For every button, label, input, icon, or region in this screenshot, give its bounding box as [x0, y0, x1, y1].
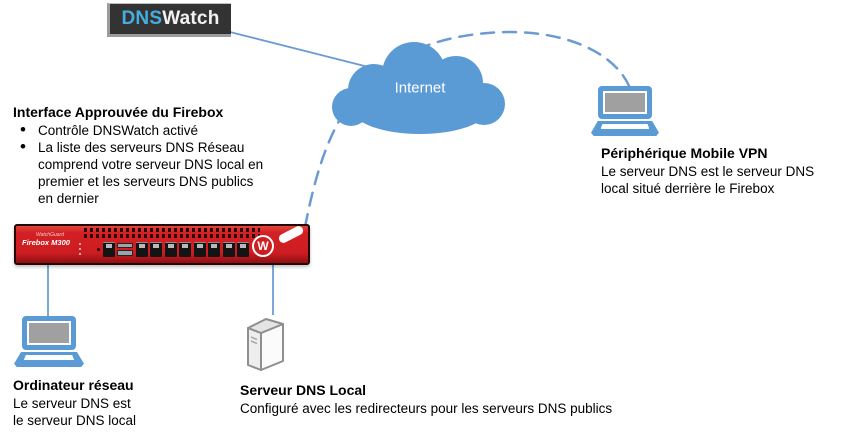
ethernet-port: [150, 241, 162, 257]
ethernet-port: [193, 241, 206, 257]
laptop-keyboard-slot: [600, 124, 650, 129]
mobile-vpn-note: Périphérique Mobile VPN Le serveur DNS e…: [601, 145, 839, 197]
ethernet-port: [237, 241, 249, 257]
firebox-appliance-icon: WatchGuard Firebox M300 W: [14, 224, 310, 265]
mobile-vpn-title: Périphérique Mobile VPN: [601, 145, 768, 161]
ethernet-port: [222, 241, 235, 257]
laptop-base: [591, 121, 659, 136]
internet-cloud-label: Internet: [394, 79, 446, 97]
local-dns-server-description: Configuré avec les redirecteurs pour les…: [240, 401, 613, 416]
approved-interface-note: Interface Approuvée du Firebox Contrôle …: [13, 104, 323, 207]
dnswatch-badge-watch-text: Watch: [162, 8, 220, 29]
vpn-tunnel-dashed-line: [303, 30, 632, 229]
firebox-branding: WatchGuard Firebox M300: [22, 233, 70, 247]
bullet-item: Contrôle DNSWatch activé: [13, 121, 271, 139]
firebox-led-dots: [79, 243, 81, 255]
firebox-vents: [84, 228, 260, 239]
dns-server-icon: [247, 318, 284, 371]
approved-interface-bullet-list: Contrôle DNSWatch activé La liste des se…: [13, 121, 323, 207]
network-computer-laptop-icon: [14, 316, 84, 367]
mobile-vpn-description: Le serveur DNS est le serveur DNS local …: [601, 164, 815, 196]
watchguard-swoosh-icon: [277, 224, 305, 245]
laptop-screen: [598, 86, 652, 119]
watchguard-logo-letter: W: [257, 239, 269, 253]
laptop-keyboard-slot: [23, 355, 75, 360]
ethernet-port: [208, 241, 220, 257]
network-computer-note: Ordinateur réseau Le serveur DNS est le …: [13, 377, 140, 429]
approved-interface-title: Interface Approuvée du Firebox: [13, 104, 224, 120]
ethernet-port: [102, 241, 115, 257]
power-led: [97, 247, 100, 251]
ethernet-port: [135, 241, 148, 257]
laptop-screen: [22, 316, 76, 350]
laptop-base: [14, 352, 84, 367]
network-computer-title: Ordinateur réseau: [13, 377, 134, 393]
firebox-model-text: Firebox M300: [22, 238, 70, 247]
ethernet-port: [164, 241, 177, 257]
dnswatch-cloud-line: [229, 31, 389, 73]
firebox-ports: [97, 241, 249, 257]
internet-cloud-icon: [332, 42, 505, 134]
ethernet-port: [179, 241, 191, 257]
watchguard-script-text: WatchGuard: [36, 232, 64, 238]
watchguard-logo-icon: W: [252, 235, 274, 257]
local-dns-server-title: Serveur DNS Local: [240, 382, 367, 398]
bullet-item: La liste des serveurs DNS Réseau compren…: [13, 138, 271, 207]
dnswatch-badge-dns-text: DNS: [121, 8, 163, 29]
mobile-vpn-laptop-icon: [591, 86, 659, 136]
local-dns-server-note: Serveur DNS Local Configuré avec les red…: [240, 382, 760, 417]
network-computer-description: Le serveur DNS est le serveur DNS local: [13, 396, 137, 428]
usb-ports: [117, 242, 133, 256]
